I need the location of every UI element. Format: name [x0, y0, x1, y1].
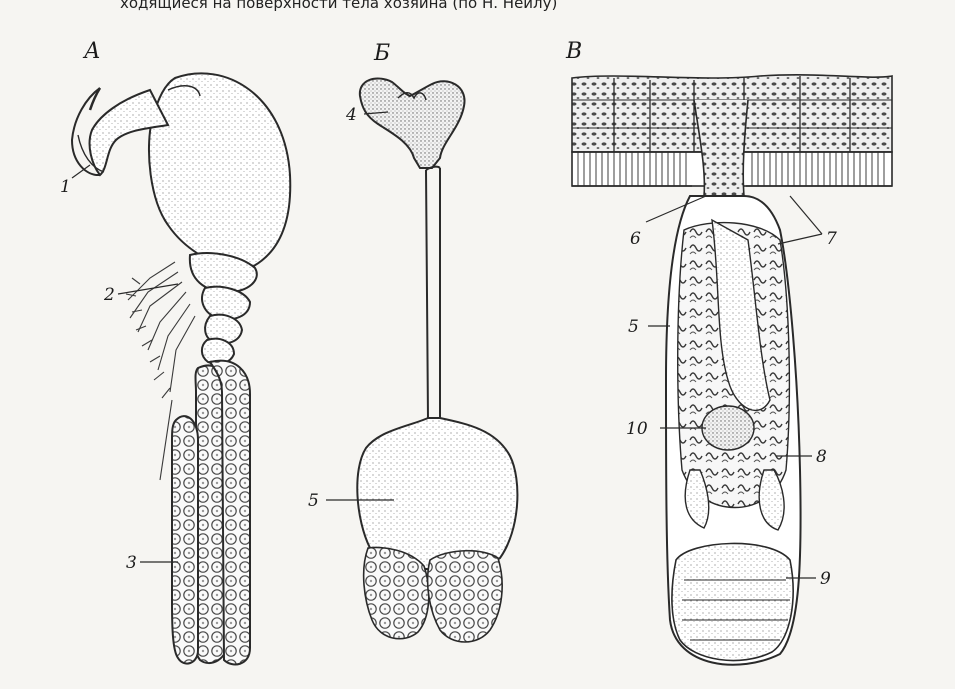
label-3: 3 — [126, 553, 137, 573]
label-5-c: 5 — [628, 317, 639, 337]
parasite-body-b — [357, 78, 517, 642]
panel-label-c: В — [565, 39, 582, 64]
top-caption: ходящиеся на поверхности тела хозяина (п… — [120, 0, 557, 12]
label-5-b: 5 — [308, 491, 319, 511]
parasite-body-c — [666, 196, 801, 665]
host-tissue-c — [572, 75, 892, 196]
panel-label-a: А — [82, 39, 101, 64]
label-1: 1 — [60, 177, 71, 197]
copepod-body-a — [149, 73, 290, 364]
label-6: 6 — [630, 229, 641, 249]
label-2: 2 — [103, 285, 115, 305]
label-7: 7 — [826, 229, 837, 249]
label-9: 9 — [820, 569, 831, 589]
panel-label-b: Б — [373, 41, 390, 66]
leader-lines-a — [72, 165, 178, 562]
label-4: 4 — [345, 105, 357, 125]
label-8: 8 — [816, 447, 827, 467]
egg-clusters-b — [364, 548, 503, 642]
label-10: 10 — [626, 419, 648, 439]
egg-sacs — [172, 361, 250, 665]
